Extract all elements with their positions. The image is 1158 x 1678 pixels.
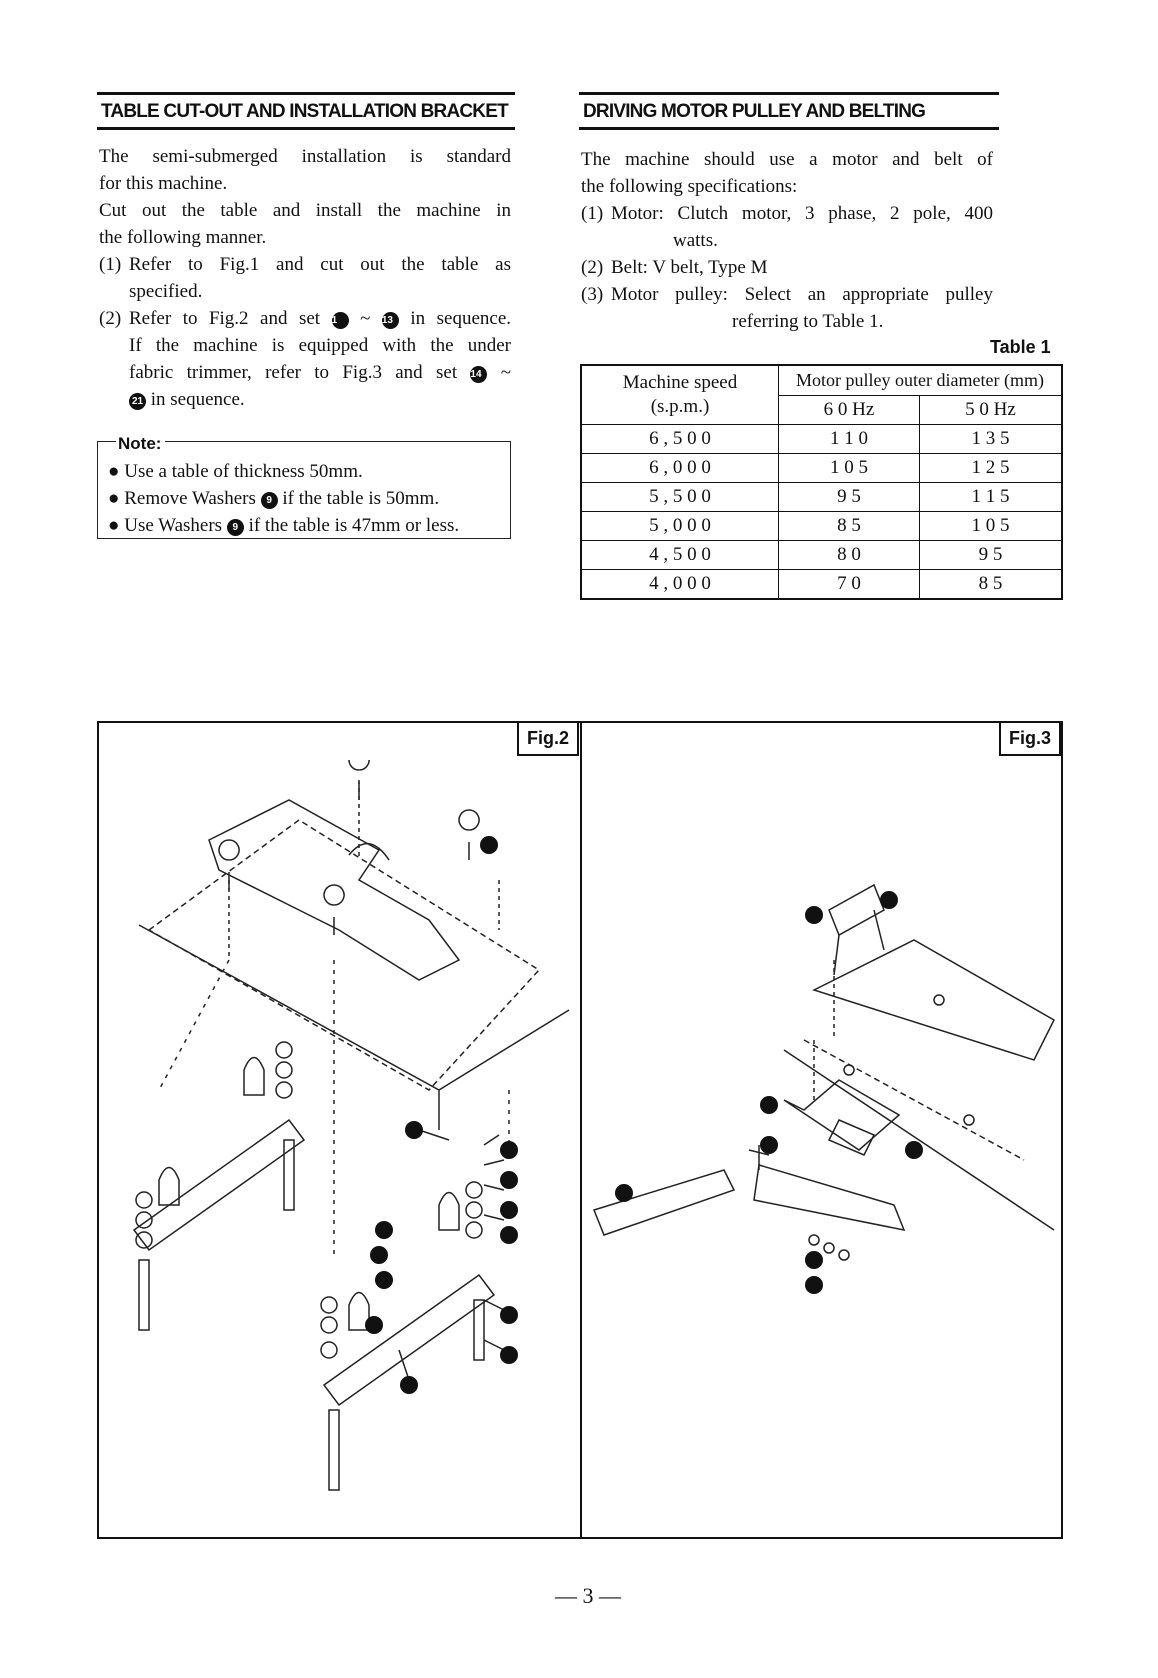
speed-header-line2: (s.p.m.) [650,396,710,417]
step-2-label: (2) [99,308,122,329]
note-title: Note: [116,430,166,457]
table-header-speed: Machine speed (s.p.m.) [580,364,779,425]
table-cell: 6 , 0 0 0 [580,453,779,483]
table-cell: 9 5 [778,482,920,512]
spec-3-line1: Motor pulley: Select an appropriate pull… [611,284,993,305]
intro2-line1: Cut out the table and install the machin… [99,200,511,221]
table-subheader-60hz: 6 0 Hz [778,394,920,425]
table-row: 4 , 0 0 0 7 0 8 5 [580,569,1063,600]
step-2-tilde: ~ [360,308,371,329]
right-body-text: The machine should use a motor and belt … [581,146,993,335]
intro1-line1: The semi-submerged installation is stand… [99,146,511,167]
table-cell: 5 , 0 0 0 [580,511,779,541]
table-cell: 7 0 [778,569,920,600]
callout-21-icon: 21 [129,393,146,410]
note-item-3-a: ● Use Washers [108,515,223,536]
table-cell: 1 1 5 [919,482,1063,512]
step-2-line3-text: fabric trimmer, refer to Fig.3 and set [129,362,458,383]
table-cell: 9 5 [919,540,1063,570]
table-header-diameter: Motor pulley outer diameter (mm) [778,364,1063,396]
speed-header-line1: Machine speed [622,372,738,393]
left-section-heading: TABLE CUT-OUT AND INSTALLATION BRACKET [97,92,515,130]
table-cell: 6 , 5 0 0 [580,424,779,454]
fig3-label: Fig.3 [999,721,1062,756]
step-2-line3: fabric trimmer, refer to Fig.3 and set 1… [129,359,511,386]
table-cell: 1 1 0 [778,424,920,454]
spec-1-label: (1) [581,203,604,224]
right-intro-line2: the following specifications: [581,176,798,197]
step-2: (2) Refer to Fig.2 and set 1 ~ 13 in seq… [99,305,511,413]
spec-3: (3) Motor pulley: Select an appropriate … [581,281,993,335]
callout-9-icon: 9 [226,519,244,536]
step-2-text-c: in sequence. [410,308,512,329]
page-number: — 3 — [555,1583,621,1608]
table-cell: 8 5 [919,569,1063,600]
note-item-2-b: if the table is 50mm. [282,488,440,509]
note-box: Note: ● Use a table of thickness 50mm. ●… [97,430,511,539]
step-2-line2: If the machine is equipped with the unde… [129,335,511,356]
step-1-line1: Refer to Fig.1 and cut out the table as [129,254,511,275]
table-cell: 8 5 [778,511,920,541]
table-title: Table 1 [990,337,1051,357]
table-subheader-50hz: 5 0 Hz [919,394,1063,425]
table-cell: 4 , 0 0 0 [580,569,779,600]
note-item-3-b: if the table is 47mm or less. [248,515,460,536]
step-2-text-a: Refer to Fig.2 and set [129,308,321,329]
step-1-label: (1) [99,254,122,275]
intro2-line2: the following manner. [99,227,267,248]
step-2-line4-text: in sequence. [150,389,245,410]
spec-1-line2: watts. [673,230,718,251]
spec-2-label: (2) [581,257,604,278]
spec-1: (1) Motor: Clutch motor, 3 phase, 2 pole… [581,200,993,254]
table-cell: 1 0 5 [919,511,1063,541]
table-cell: 1 2 5 [919,453,1063,483]
fig3-exploded-diagram [593,883,1055,1294]
fig2-exploded-diagram [132,760,570,1491]
fig2-label: Fig.2 [517,721,580,756]
right-intro-line1: The machine should use a motor and belt … [581,149,993,170]
table-row: 4 , 5 0 0 8 0 9 5 [580,540,1063,570]
spec-2: (2) Belt: V belt, Type M [581,254,993,281]
table-row: 5 , 0 0 0 8 5 1 0 5 [580,511,1063,541]
table-row: 6 , 0 0 0 1 0 5 1 2 5 [580,453,1063,483]
intro1-line2: for this machine. [99,173,228,194]
callout-9-icon: 9 [260,492,278,509]
left-body-text: The semi-submerged installation is stand… [99,143,511,413]
callout-14-icon: 14 [470,366,488,383]
callout-13-icon: 13 [381,312,399,329]
table-cell: 5 , 5 0 0 [580,482,779,512]
step-2-line4: 21 in sequence. [129,386,511,413]
table-row: 6 , 5 0 0 1 1 0 1 3 5 [580,424,1063,454]
step-1-line2: specified. [129,281,203,302]
step-2-line3-tilde: ~ [500,362,511,383]
spec-2-text: Belt: V belt, Type M [611,257,768,278]
note-item-3: ● Use Washers 9 if the table is 47mm or … [108,512,504,539]
spec-3-label: (3) [581,284,604,305]
note-item-1: ● Use a table of thickness 50mm. [108,461,363,482]
pulley-table: Machine speed (s.p.m.) Motor pulley oute… [580,364,1063,600]
callout-1-icon: 1 [331,312,349,329]
spec-3-line2: referring to Table 1. [732,311,884,332]
step-2-line1: Refer to Fig.2 and set 1 ~ 13 in sequenc… [129,305,511,332]
figure-divider [580,721,582,1539]
table-cell: 1 0 5 [778,453,920,483]
table-cell: 1 3 5 [919,424,1063,454]
table-cell: 8 0 [778,540,920,570]
right-section-heading: DRIVING MOTOR PULLEY AND BELTING [579,92,999,130]
table-row: 5 , 5 0 0 9 5 1 1 5 [580,482,1063,512]
note-item-2-a: ● Remove Washers [108,488,256,509]
table-cell: 4 , 5 0 0 [580,540,779,570]
spec-1-line1: Motor: Clutch motor, 3 phase, 2 pole, 40… [611,203,993,224]
step-1: (1) Refer to Fig.1 and cut out the table… [99,251,511,305]
note-item-2: ● Remove Washers 9 if the table is 50mm. [108,485,504,512]
